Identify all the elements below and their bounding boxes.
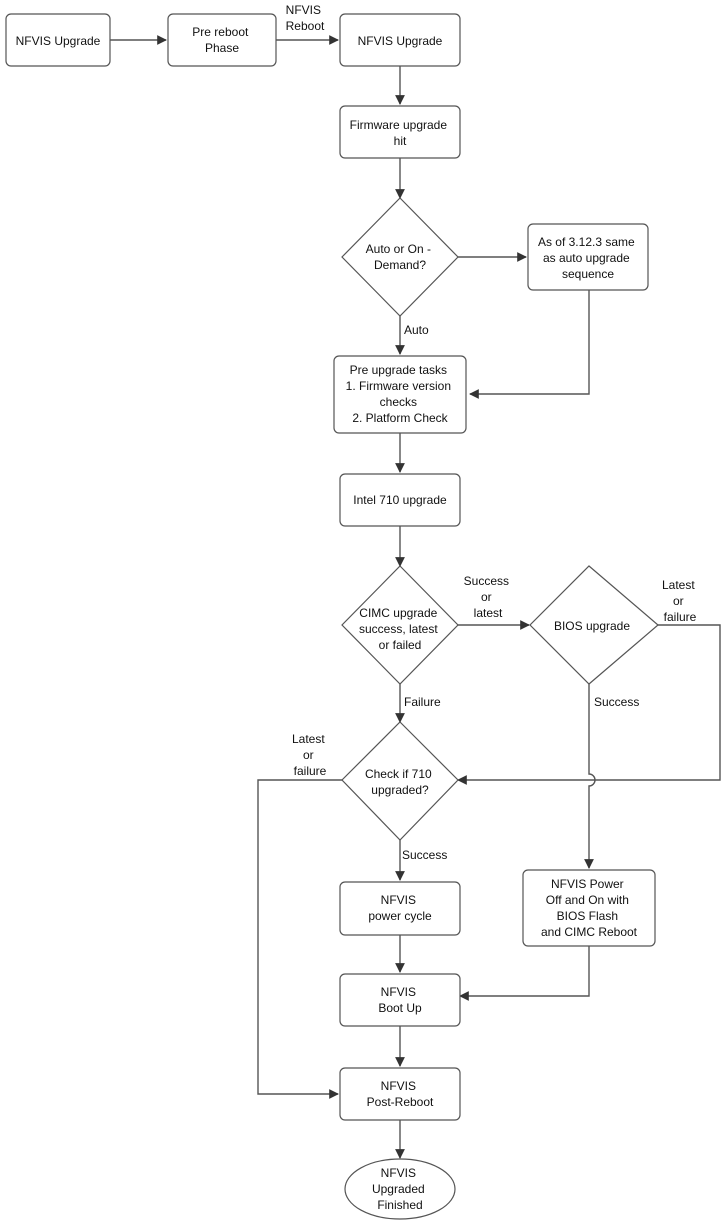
node-check-710 <box>341 721 459 841</box>
node-nfvis-power-cycle <box>339 881 461 936</box>
node-pre-upgrade-tasks <box>333 355 467 434</box>
nodes: NFVIS Upgrade Pre reboot Phase NFVIS Upg… <box>5 13 659 1220</box>
node-nfvis-upgrade <box>339 13 461 67</box>
node-firmware-hit <box>339 105 461 159</box>
node-nfvis-finished <box>344 1158 456 1220</box>
edge-poweroff-to-bootup <box>459 946 590 1001</box>
node-firmware-hit-label: Firmware upgrade hit <box>350 118 451 148</box>
node-nfvis-boot-up <box>339 973 461 1027</box>
node-nfvis-power-cycle-label: NFVIS power cycle <box>368 893 432 923</box>
edges <box>110 35 721 1159</box>
node-nfvis-post-reboot-label: NFVIS Post-Reboot <box>367 1079 434 1109</box>
node-pre-upgrade-tasks-label: Pre upgrade tasks 1. Firmware version ch… <box>346 363 455 425</box>
node-start <box>5 13 111 67</box>
node-nfvis-boot-up-label: NFVIS Boot Up <box>378 985 422 1015</box>
node-bios-upgrade-label: BIOS upgrade <box>554 619 630 633</box>
edge-label-nfvis-reboot: NFVIS Reboot <box>286 3 325 33</box>
edge-label-auto: Auto <box>404 323 429 337</box>
edge-label-success-bios: Success <box>594 695 639 709</box>
node-start-label: NFVIS Upgrade <box>16 34 101 48</box>
node-as-of-label: As of 3.12.3 same as auto upgrade sequen… <box>538 235 638 281</box>
edge-label-failure: Failure <box>404 695 441 709</box>
edge-label-success-check: Success <box>402 848 447 862</box>
node-check-710-label: Check if 710 upgraded? <box>365 767 435 797</box>
node-cimc-upgrade <box>341 565 459 685</box>
node-nfvis-finished-label: NFVIS Upgraded Finished <box>372 1166 428 1212</box>
node-bios-upgrade <box>529 565 659 685</box>
edge-labels: NFVIS Reboot Auto Success or latest Late… <box>286 3 698 862</box>
node-nfvis-power-off-on-label: NFVIS Power Off and On with BIOS Flash a… <box>541 877 638 939</box>
edge-asof-to-preupgrade <box>469 290 590 399</box>
node-nfvis-power-off-on <box>522 869 656 947</box>
edge-check710-to-postreboot <box>257 779 342 1099</box>
node-as-of <box>527 223 649 291</box>
node-intel-710 <box>339 473 461 527</box>
node-nfvis-upgrade-label: NFVIS Upgrade <box>358 34 443 48</box>
edge-label-success-or-latest: Success or latest <box>464 574 513 620</box>
node-intel-710-label: Intel 710 upgrade <box>353 493 447 507</box>
edge-bios-to-poweroff <box>584 684 596 869</box>
node-pre-reboot <box>167 13 277 67</box>
node-nfvis-post-reboot <box>339 1067 461 1121</box>
edge-label-latest-or-failure-left: Latest or failure <box>292 732 328 778</box>
node-auto-or-on-demand-label: Auto or On - Demand? <box>366 242 435 272</box>
node-pre-reboot-label: Pre reboot Phase <box>192 25 251 55</box>
node-cimc-upgrade-label: CIMC upgrade success, latest or failed <box>359 606 441 652</box>
edge-bios-to-check710 <box>457 624 721 785</box>
node-auto-or-on-demand <box>341 197 459 317</box>
edge-label-latest-or-failure-right: Latest or failure <box>662 578 698 624</box>
